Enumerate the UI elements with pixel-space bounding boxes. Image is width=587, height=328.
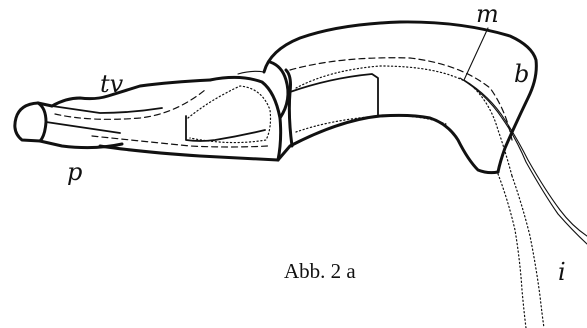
segment-tv [52,80,210,119]
label-m: m [476,0,499,28]
label-b: b [514,60,529,88]
label-p: p [67,158,82,186]
tube-i [498,174,544,328]
label-i: i [558,258,566,286]
figure-caption: Abb. 2 a [284,259,356,283]
label-tv: tv [100,70,124,98]
segment-basal [264,22,536,176]
tip-segment [15,103,122,148]
